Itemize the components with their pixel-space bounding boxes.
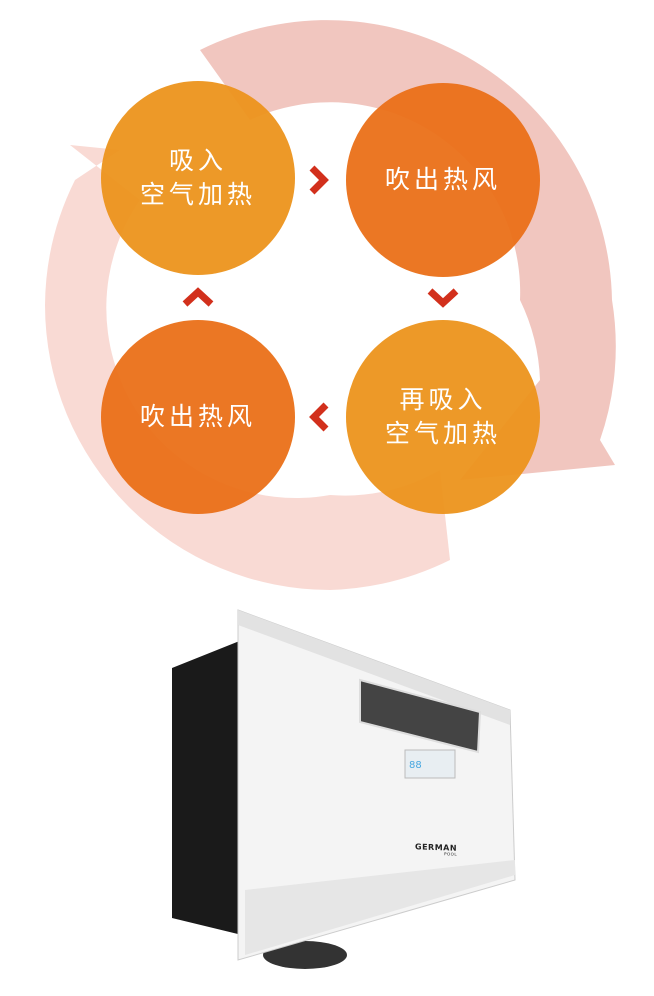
brand-logo: GERMAN POOL [415, 842, 457, 856]
arrow-down-icon [427, 288, 459, 308]
step-text: 吹出热风 [139, 402, 256, 431]
step-text: 吹出热风 [384, 165, 501, 194]
step-blow-hot-air-2: 吹出热风 [101, 320, 295, 514]
arrow-left-icon [309, 402, 329, 432]
step-text: 再吸入 [399, 385, 487, 414]
step-text: 空气加热 [139, 180, 256, 209]
svg-text:88: 88 [409, 760, 422, 771]
step-text: 吸入 [168, 146, 227, 175]
arrow-up-icon [182, 287, 214, 307]
cycle-ring [45, 20, 616, 590]
step-blow-hot-air: 吹出热风 [346, 83, 540, 277]
step-text: 空气加热 [384, 419, 501, 448]
step-reinhale-heat: 再吸入 空气加热 [346, 320, 540, 514]
step-inhale-heat: 吸入 空气加热 [101, 81, 295, 275]
heater-product-image: 88 [172, 609, 516, 969]
arrow-right-icon [309, 165, 329, 195]
